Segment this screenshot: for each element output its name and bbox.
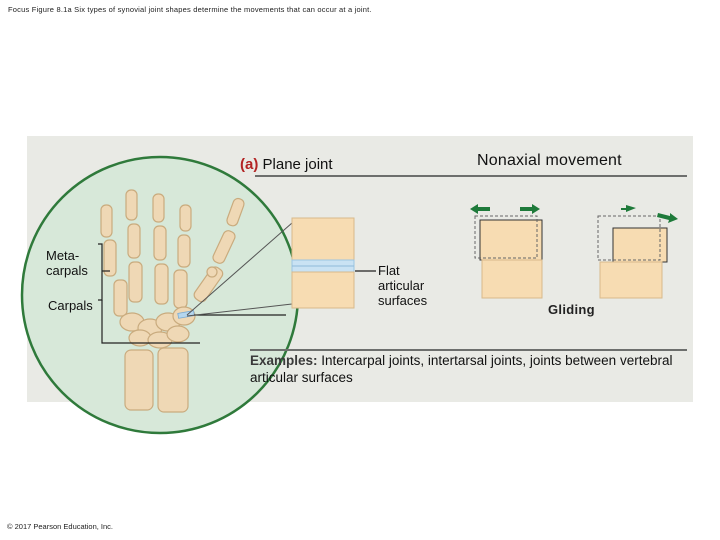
carpals-label: Carpals <box>48 298 93 313</box>
examples-text: Examples: Intercarpal joints, intertarsa… <box>250 352 690 386</box>
hand-skeleton-illustration <box>100 189 245 413</box>
figure-caption: Focus Figure 8.1a Six types of synovial … <box>8 5 372 14</box>
examples-rule <box>250 349 687 351</box>
panel-letter: (a) <box>240 156 259 173</box>
green-arrow-icon <box>470 204 540 214</box>
flat-label-line1: Flat <box>378 263 400 278</box>
examples-body: Intercarpal joints, intertarsal joints, … <box>250 353 673 385</box>
flat-label-line2: articular <box>378 278 425 293</box>
panel-title: (a) Plane joint <box>240 156 333 173</box>
examples-keyword: Examples: <box>250 353 318 368</box>
gliding-model-left <box>474 215 543 299</box>
gliding-label: Gliding <box>548 302 595 317</box>
plane-joint-model <box>291 217 355 309</box>
flat-articular-surfaces-label: Flat articular surfaces <box>378 263 427 308</box>
movement-type: Nonaxial movement <box>477 152 622 169</box>
flat-label-line3: surfaces <box>378 293 428 308</box>
metacarpals-label-line1: Meta- <box>46 248 80 263</box>
label-leaders <box>98 243 286 344</box>
metacarpals-label-line2: carpals <box>46 263 88 278</box>
copyright-notice: © 2017 Pearson Education, Inc. <box>7 522 114 531</box>
title-rule <box>255 175 687 177</box>
gliding-model-right <box>597 215 668 299</box>
panel-title-text: Plane joint <box>258 156 333 173</box>
metacarpals-label: Meta- carpals <box>46 248 88 278</box>
green-arrow-icon <box>621 205 678 223</box>
